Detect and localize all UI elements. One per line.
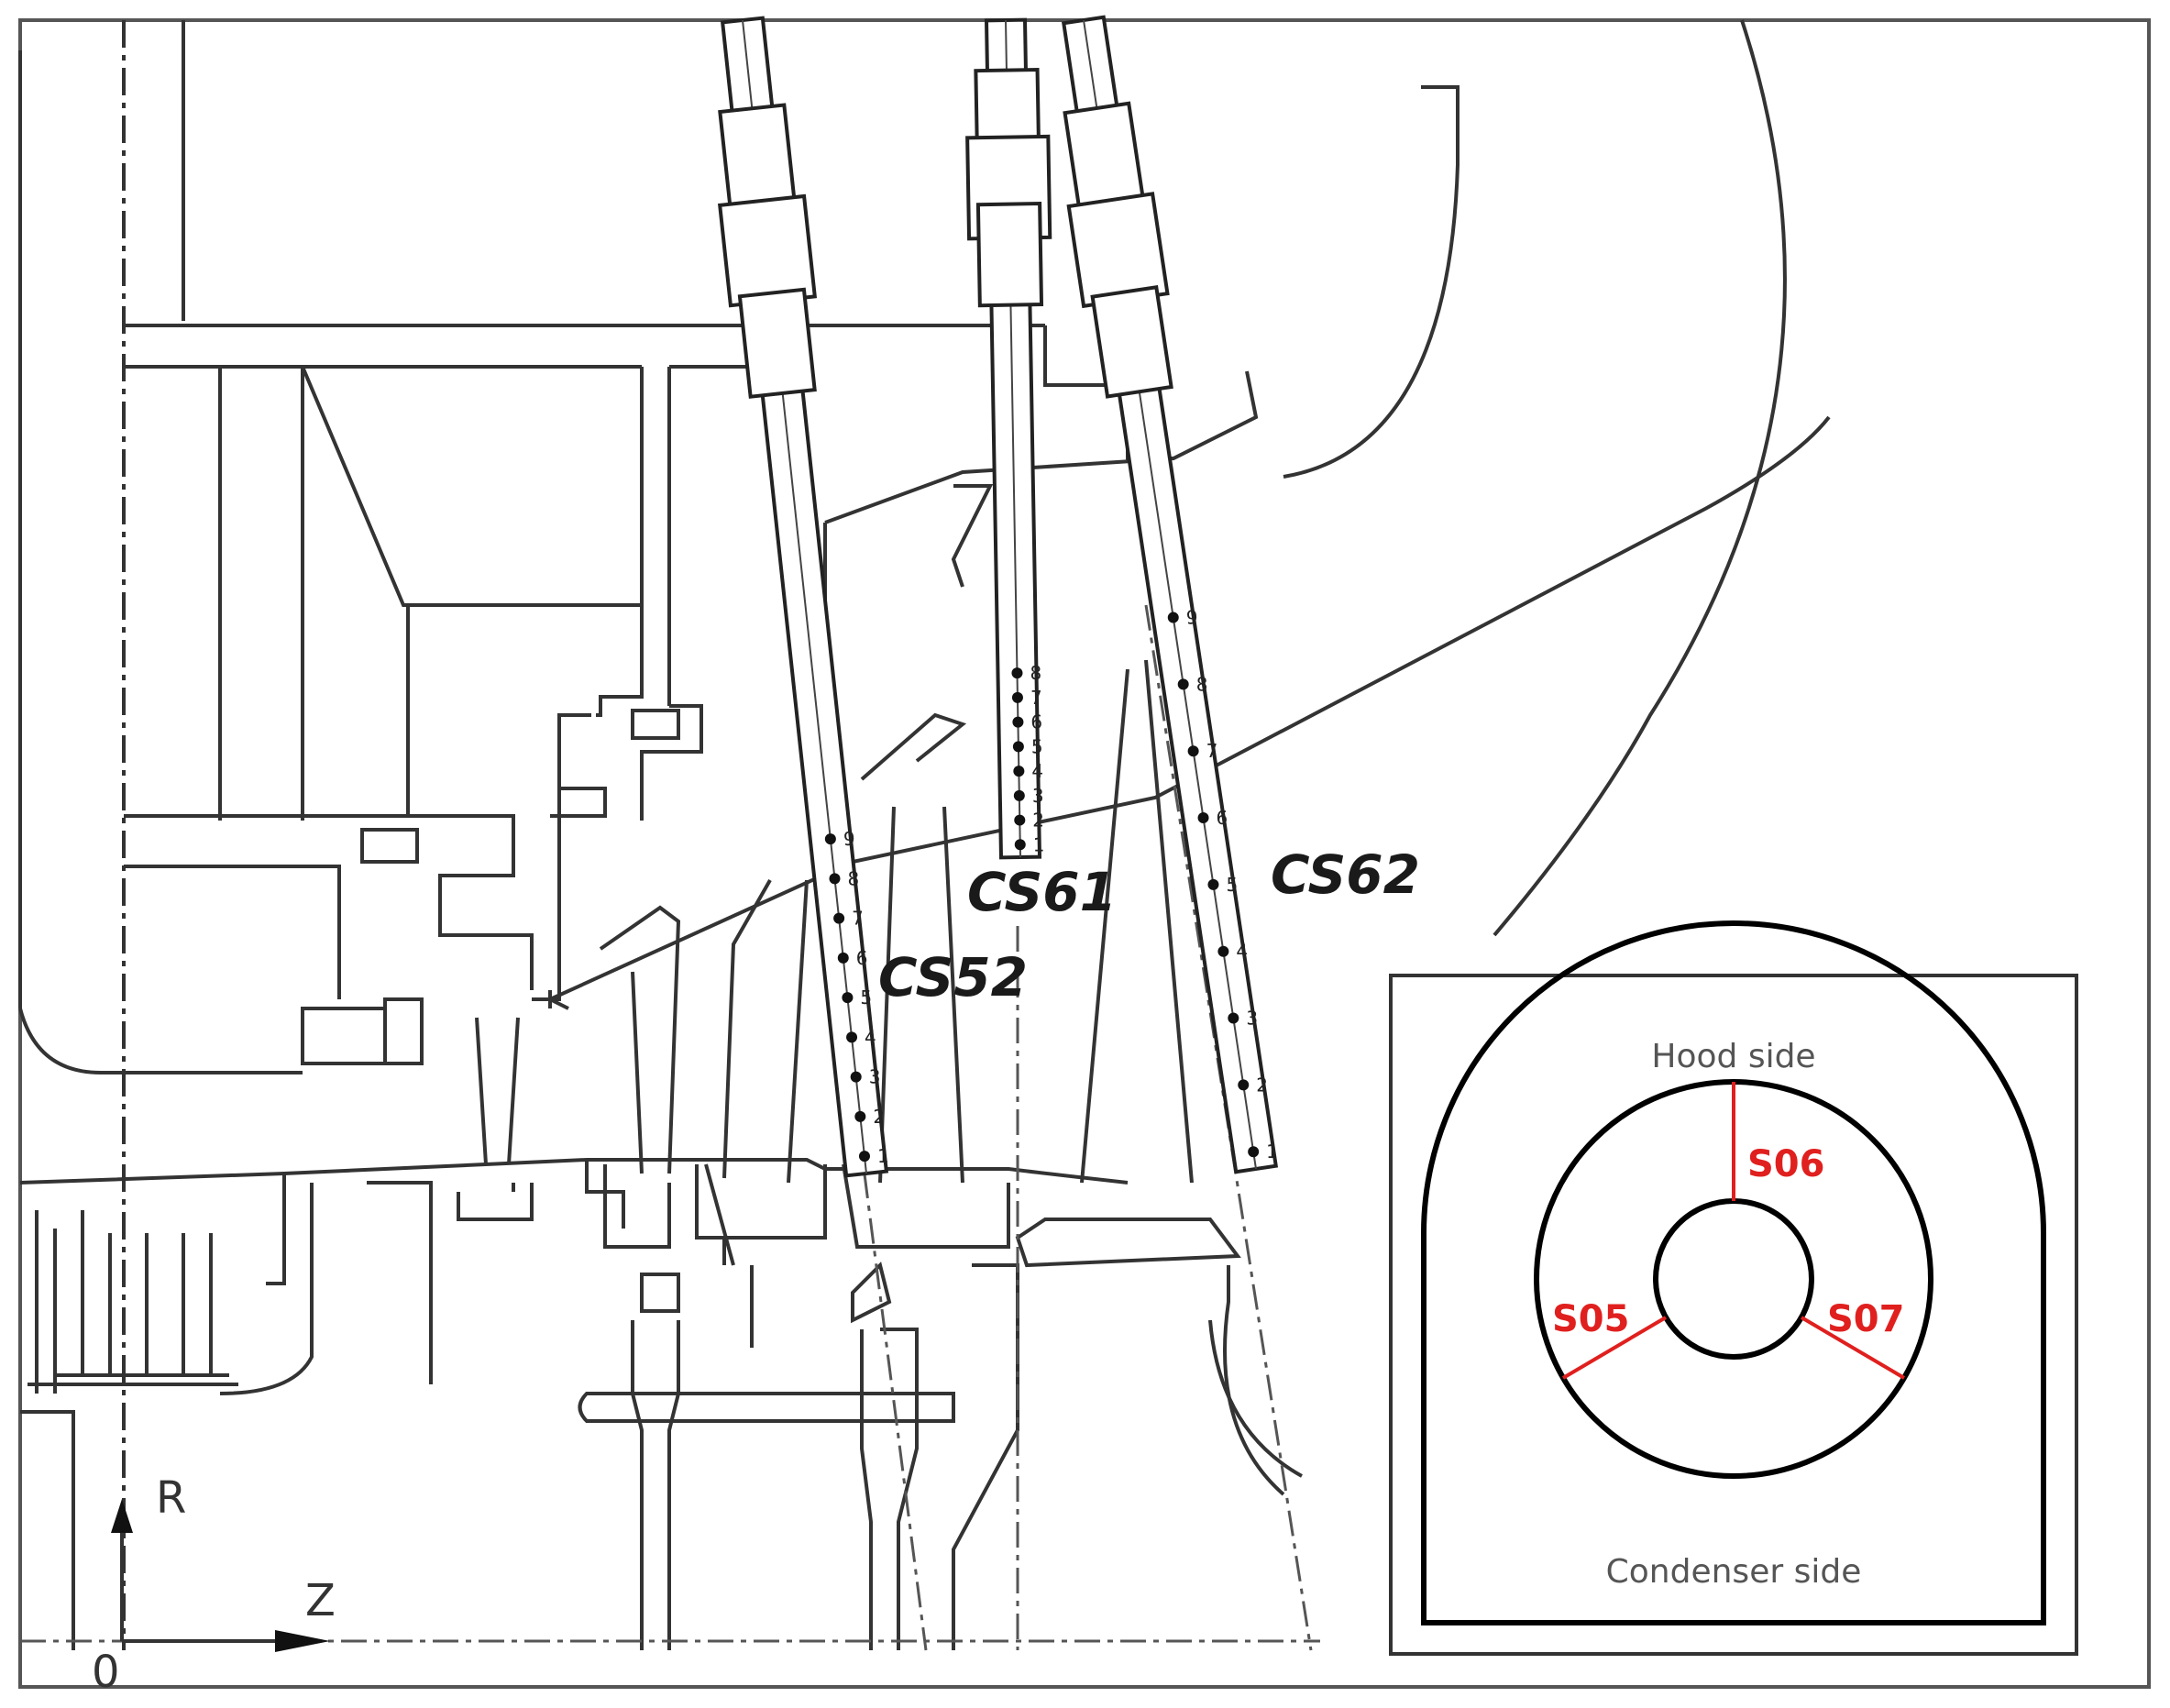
probe-cs61: 12 3 4 567 8 — [965, 17, 1052, 860]
probe-point — [1011, 667, 1023, 679]
probe-point — [1012, 716, 1024, 728]
probe-collar — [718, 103, 798, 215]
probe-point — [824, 833, 836, 845]
probe-point — [1011, 691, 1023, 703]
probe-point — [1014, 814, 1026, 826]
probe-point-label: 2 — [1256, 1074, 1268, 1096]
probe-point — [1238, 1079, 1250, 1091]
probe-point-label: 9 — [843, 828, 855, 850]
probe-point — [1014, 839, 1026, 851]
probe-point — [1187, 745, 1199, 757]
probe-point-label: 7 — [1206, 740, 1218, 762]
hood-outline — [1421, 920, 2046, 1625]
sensor-inset: S06 S05 S07 Hood side Condenser side — [1389, 920, 2078, 1656]
probe-point-label: 5 — [860, 986, 872, 1008]
probe-point-label: 8 — [1196, 673, 1208, 695]
probe-collar — [717, 193, 818, 308]
z-axis-arrow-icon — [275, 1630, 330, 1652]
probe-point-label: 9 — [1186, 607, 1198, 629]
probe-point — [1217, 945, 1229, 957]
probe-point-label: 7 — [852, 908, 864, 930]
probe-point — [833, 912, 845, 924]
probe-point — [1177, 678, 1189, 690]
rz-axes: R Z 0 — [92, 1472, 336, 1698]
probe-point — [858, 1151, 870, 1163]
probe-point-label: 8 — [847, 867, 859, 889]
probe-point — [1013, 766, 1025, 777]
probe-collar — [975, 202, 1044, 308]
probe-point-label: 2 — [873, 1106, 885, 1128]
probe-point-label: 1 — [1033, 833, 1045, 855]
probe-point-label: 3 — [1032, 785, 1044, 807]
probe-point-label: 3 — [1246, 1008, 1258, 1030]
probe-point-label: 5 — [1031, 735, 1043, 757]
probe-label-cs52: CS52 — [878, 946, 1028, 1008]
probe-point-label: 1 — [877, 1145, 889, 1167]
probe-cs52: 1 2 3 4 5 6 7 8 9 — [717, 16, 889, 1178]
probe-point-label: 4 — [1031, 760, 1043, 782]
probe-point — [1228, 1012, 1239, 1024]
inset-frame — [1389, 974, 2078, 1656]
probe-point-label: 4 — [1236, 941, 1248, 963]
probe-point — [846, 1031, 858, 1043]
probe-point — [837, 952, 849, 964]
probe-point — [1248, 1146, 1260, 1158]
probe-point-label: 7 — [1030, 687, 1042, 709]
probe-point — [1207, 878, 1219, 890]
probe-point — [1197, 812, 1209, 824]
probe-point-label: 5 — [1226, 874, 1238, 896]
sensor-line-s07 — [1800, 1316, 1906, 1380]
probe-point-label: 1 — [1266, 1141, 1278, 1163]
probe-point — [1167, 612, 1179, 623]
r-axis-arrow-icon — [111, 1499, 133, 1533]
probe-point — [829, 873, 841, 885]
probe-point-label: 6 — [856, 947, 868, 969]
probe-collar — [737, 287, 817, 399]
condenser-side-label: Condenser side — [1606, 1553, 1862, 1591]
probe-point-label: 2 — [1032, 810, 1044, 832]
r-axis-label: R — [156, 1472, 186, 1524]
probe-point — [854, 1110, 866, 1122]
probe-label-cs62: CS62 — [1271, 843, 1420, 906]
probe-point — [850, 1071, 862, 1083]
probe-point-label: 8 — [1030, 662, 1041, 684]
probe-point-label: 6 — [1217, 807, 1228, 829]
z-axis-label: Z — [305, 1575, 336, 1626]
probe-cs62: 1 2 3 4 5 6 7 8 9 — [1061, 15, 1279, 1174]
probe-point — [842, 992, 854, 1004]
sensor-label-s07: S07 — [1827, 1298, 1904, 1340]
probe-point-label: 6 — [1030, 711, 1042, 733]
probe-point-label: 3 — [869, 1066, 881, 1088]
sensor-label-s05: S05 — [1552, 1298, 1629, 1340]
probe-point-label: 4 — [865, 1026, 876, 1048]
probe-point — [1012, 741, 1024, 753]
probe-point — [1013, 789, 1025, 801]
origin-label: 0 — [92, 1647, 120, 1698]
probe-collar — [1066, 192, 1170, 309]
probe-collar — [1090, 284, 1173, 399]
probe-label-cs61: CS61 — [967, 861, 1117, 923]
sensor-label-s06: S06 — [1747, 1143, 1824, 1185]
hood-side-label: Hood side — [1651, 1038, 1815, 1075]
sensor-line-s05 — [1561, 1316, 1668, 1380]
